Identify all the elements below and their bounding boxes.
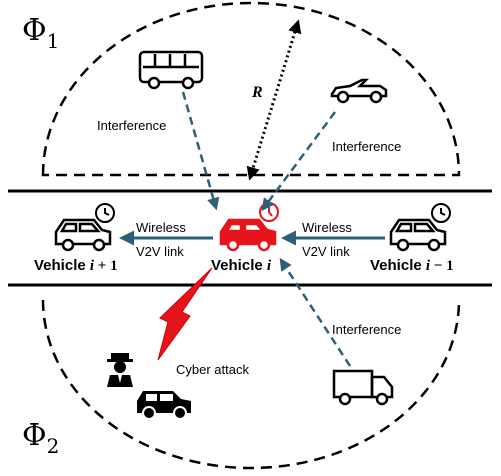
interference-arrow-truck [279, 257, 352, 367]
clock-icon [431, 203, 451, 223]
interference-label-top-right: Interference [332, 139, 401, 154]
cyber-attack-label: Cyber attack [176, 362, 249, 377]
clock-icon-compromised [259, 202, 279, 222]
vehicle-right-label: Vehicle i − 1 [370, 257, 454, 274]
wireless-label-left-line2: V2V link [136, 244, 184, 259]
interference-arrow-convertible [261, 111, 337, 212]
convertible-car-icon [330, 78, 388, 104]
vehicle-center-label: Vehicle i [211, 257, 272, 274]
interference-label-top-left: Interference [97, 118, 166, 133]
truck-icon [332, 369, 394, 406]
hacker-icon [107, 353, 133, 387]
cyber-attack-bolt [157, 267, 213, 361]
wireless-label-right-line1: Wireless [302, 220, 352, 235]
vehicle-center-car-icon [219, 218, 277, 252]
wireless-label-right-line2: V2V link [302, 244, 350, 259]
radius-label: R [251, 84, 263, 101]
region-phi2-label: Φ2 [22, 418, 59, 458]
attacker-car-icon [137, 391, 191, 420]
region-bottom-boundary [41, 299, 461, 470]
vehicle-right-car-icon [389, 218, 447, 252]
bus-icon [138, 50, 204, 90]
wireless-label-left-line1: Wireless [136, 220, 186, 235]
clock-icon [95, 203, 115, 223]
vehicle-left-car-icon [54, 218, 112, 252]
interference-arrow-bus [181, 91, 220, 211]
interference-label-bottom: Interference [332, 322, 401, 337]
vehicle-left-label: Vehicle i + 1 [34, 257, 118, 274]
radius-arrow [246, 19, 302, 181]
region-phi1-label: Φ1 [22, 13, 59, 53]
